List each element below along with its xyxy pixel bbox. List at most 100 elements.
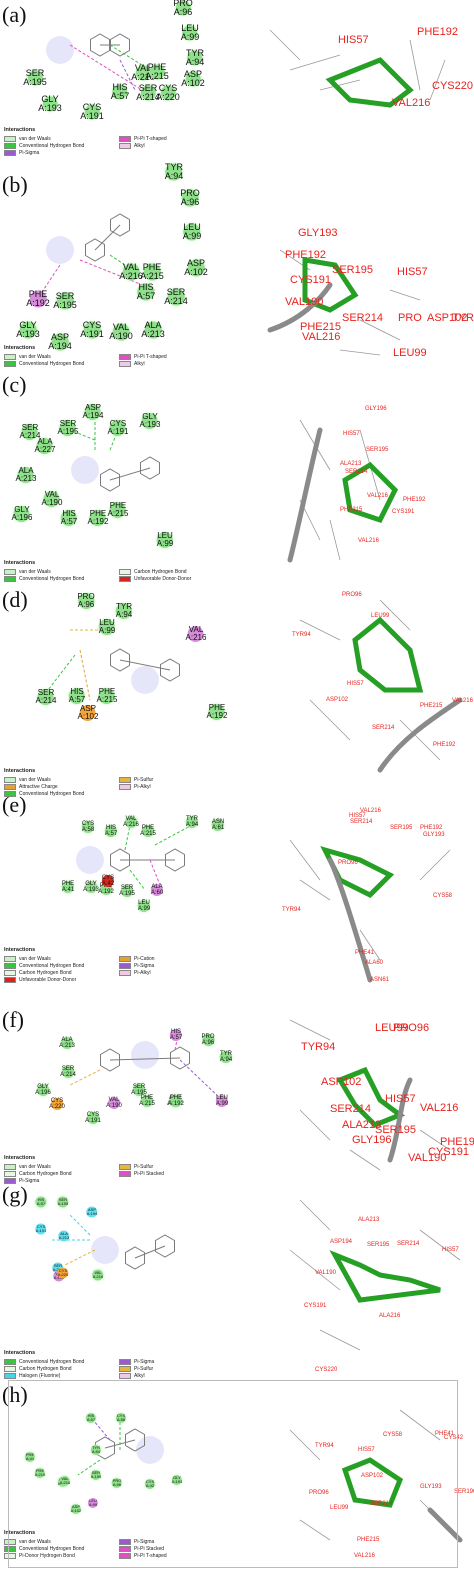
legend-swatch xyxy=(4,142,16,149)
residue-stick xyxy=(349,1149,381,1171)
residue-disc xyxy=(102,875,114,887)
protein-ribbon xyxy=(327,857,373,983)
residue-disc xyxy=(133,1084,145,1096)
residue-3d-label: ASP102 xyxy=(326,697,349,703)
residue-name: CYS A:58 xyxy=(116,1413,126,1422)
residue-stick xyxy=(419,1129,451,1151)
residue-name: PHE A:215 xyxy=(139,1095,155,1107)
ligand-ring xyxy=(125,1428,145,1452)
legend-swatch xyxy=(4,149,16,156)
residue-disc xyxy=(35,1223,47,1235)
residue-2d: SER A:195 xyxy=(119,885,135,897)
residue-disc xyxy=(82,821,94,833)
residue-name: GLY A:193 xyxy=(16,320,40,339)
residue-2d: GLY A:193 xyxy=(140,413,160,429)
residue-2d: GLY A:193 xyxy=(172,1475,182,1485)
residue-2d: ALA A:213 xyxy=(141,321,165,339)
residue-3d-label: ALA216 xyxy=(379,1313,401,1319)
legend-swatch xyxy=(4,1177,16,1184)
interaction-dash xyxy=(39,264,61,296)
residue-2d: ASP A:194 xyxy=(48,333,72,351)
ligand-ring xyxy=(90,33,110,57)
legend-swatch xyxy=(119,776,131,783)
residue-2d: SER A:195 xyxy=(57,1196,69,1208)
interaction-dash xyxy=(179,1059,223,1101)
residue-name: PRO A:96 xyxy=(173,0,193,17)
residue-2d: PHE A:215 xyxy=(140,263,164,281)
residue-3d-label: HIS57 xyxy=(338,34,369,46)
legend-swatch xyxy=(4,783,16,790)
residue-name: GLY A:196 xyxy=(35,1084,51,1096)
interaction-dash xyxy=(69,1214,91,1236)
residue-disc xyxy=(18,467,34,483)
legend-item: Pi-Sigma xyxy=(4,1177,39,1184)
residue-name: ALA A:227 xyxy=(34,437,56,454)
residue-2d: GLY A:193 xyxy=(83,881,99,893)
legend-label: Unfavorable Donor-Donor xyxy=(134,575,192,582)
residue-name: ALA A:213 xyxy=(58,1231,70,1240)
legend-item: Unfavorable Donor-Donor xyxy=(4,976,76,983)
residue-2d: PHE A:41 xyxy=(62,881,74,893)
residue-2d: LEU A:99 xyxy=(183,223,201,241)
residue-name: HIS A:57 xyxy=(60,509,78,526)
residue-name: PHE A:192 xyxy=(168,1095,184,1107)
protein-ribbon xyxy=(387,1077,413,1163)
residue-name: ASP A:194 xyxy=(82,403,104,420)
panel-label: (e) xyxy=(2,792,27,817)
legend-item: Carbon Hydrogen Bond xyxy=(4,1170,72,1177)
panel-label: (f) xyxy=(2,1007,24,1032)
legend-swatch xyxy=(119,1358,131,1365)
residue-name: VAL A:216 xyxy=(92,1270,104,1279)
residue-2d: PHE A:215 xyxy=(140,825,156,837)
residue-2d: SER A:214 xyxy=(36,689,56,705)
residue-2d: SER A:195 xyxy=(58,420,78,436)
residue-name: CYS A:191 xyxy=(85,1112,101,1124)
residue-disc xyxy=(186,816,198,828)
residue-3d-label: ASP102 xyxy=(361,1473,384,1479)
residue-3d-label: ASP194 xyxy=(330,1239,353,1245)
residue-3d-label: SER195 xyxy=(375,1124,416,1136)
legend-swatch xyxy=(119,1538,131,1545)
legend-item: van der Waals xyxy=(4,1163,51,1170)
legend-label: Pi-Sigma xyxy=(134,1538,155,1545)
residue-stick xyxy=(419,1229,461,1261)
ligand-bond xyxy=(109,1057,181,1061)
residue-2d: CYS A:191 xyxy=(80,103,104,121)
residue-name: ASP A:102 xyxy=(181,69,205,88)
legend-item: van der Waals xyxy=(4,353,51,360)
residue-disc xyxy=(121,885,133,897)
interaction-dash xyxy=(77,1459,101,1476)
residue-name: ALA A:213 xyxy=(15,466,37,483)
ligand-halo xyxy=(76,846,104,874)
interaction-dash xyxy=(47,654,76,691)
interaction-dash xyxy=(92,1419,111,1441)
residue-2d: TYR A:94 xyxy=(116,603,132,619)
ligand-halo xyxy=(46,236,74,264)
legend-title: Interactions xyxy=(4,345,36,351)
residue-name: VAL A:216 xyxy=(119,262,143,281)
residue-3d-label: CYS58 xyxy=(383,1432,403,1438)
residue-disc xyxy=(175,0,191,16)
residue-3d-label: GLY193 xyxy=(423,832,445,838)
legend-item: Pi-Pi T-shaped xyxy=(119,353,167,360)
residue-disc xyxy=(110,420,126,436)
residue-2d: CYS A:220 xyxy=(156,84,180,102)
residue-disc xyxy=(138,900,150,912)
legend-label: van der Waals xyxy=(19,776,51,783)
residue-disc xyxy=(187,50,203,66)
residue-name: SER A:195 xyxy=(53,291,77,310)
residue-3d-label: HIS57 xyxy=(442,1247,459,1253)
residue-name: TYR A:94 xyxy=(185,816,199,828)
legend-swatch xyxy=(119,962,131,969)
residue-2d: HIS A:57 xyxy=(170,1029,182,1041)
residue-stick xyxy=(389,289,421,301)
residue-stick xyxy=(359,319,401,341)
residue-2d: TYR A:94 xyxy=(186,49,205,67)
residue-3d-label: TYR94 xyxy=(301,1041,336,1053)
legend-swatch xyxy=(119,783,131,790)
residue-disc xyxy=(52,1262,64,1274)
legend-label: Attractive Charge xyxy=(19,783,58,790)
legend-swatch xyxy=(4,360,16,367)
residue-2d: LEU A:99 xyxy=(99,619,115,635)
legend-label: Halogen (Fluorine) xyxy=(19,1372,61,1379)
